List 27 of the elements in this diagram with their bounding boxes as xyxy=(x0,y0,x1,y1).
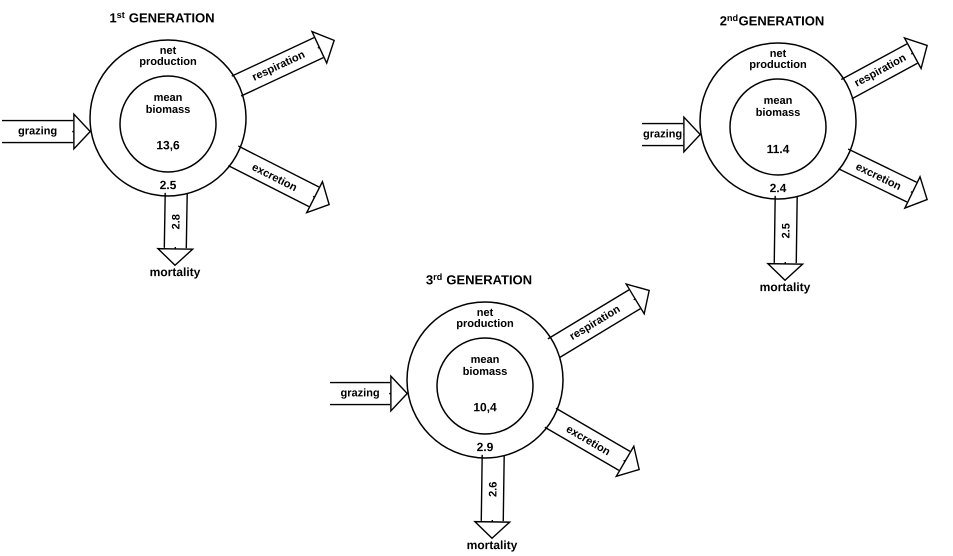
block-arrow xyxy=(547,282,650,358)
block-arrow xyxy=(840,36,928,100)
edge-label: 2.6 xyxy=(488,480,498,498)
ring-label: net production xyxy=(750,50,806,70)
flow-label: mortality xyxy=(467,540,518,552)
block-arrow xyxy=(231,30,335,97)
flow-label: mortality xyxy=(760,282,810,294)
generation-title: 1$^{st}$ GENERATION xyxy=(110,12,214,22)
ring-value: 2.9 xyxy=(477,442,493,452)
ring-value: 2.5 xyxy=(160,180,176,190)
ring-label: net production xyxy=(457,308,514,330)
node-value: 11.4 xyxy=(767,144,790,154)
node-label: mean biomass xyxy=(756,98,800,116)
generation-title: 3$^{rd}$ GENERATION xyxy=(426,273,532,284)
edge-label: 2.5 xyxy=(780,222,791,240)
ring-label: net production xyxy=(140,46,196,68)
generation-title: 2$^{nd}$GENERATION xyxy=(720,14,824,26)
node-label: mean biomass xyxy=(146,94,190,113)
flow-label: mortality xyxy=(150,267,200,279)
edge-label: 2.8 xyxy=(170,213,181,230)
node-value: 10,4 xyxy=(474,402,497,414)
node-label: mean biomass xyxy=(463,356,507,375)
edge-label: grazing xyxy=(17,125,58,138)
ring-value: 2.4 xyxy=(770,184,786,192)
node-value: 13,6 xyxy=(157,140,180,152)
edge-label: grazing xyxy=(340,387,381,400)
edge-label: grazing xyxy=(642,128,684,141)
